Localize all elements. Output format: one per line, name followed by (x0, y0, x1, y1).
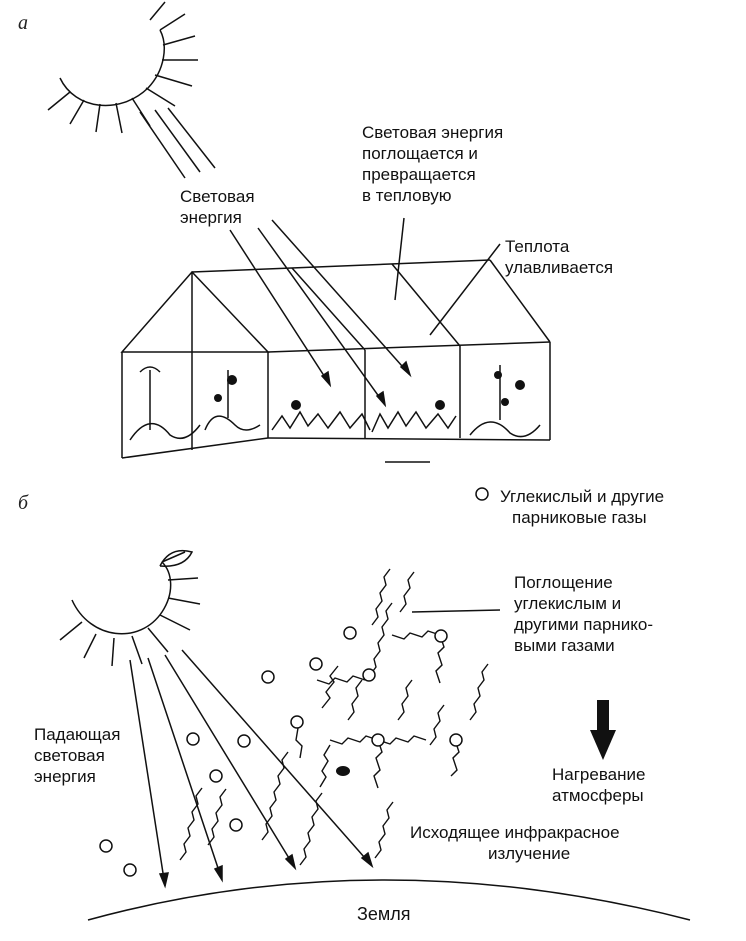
absorbed-line-3: превращается (362, 165, 476, 184)
incoming-light-label: Падающая световая энергия (34, 724, 120, 787)
incoming-line-2: световая (34, 746, 105, 765)
heat-trapped-line-2: улавливается (505, 258, 614, 277)
panel-a-letter: а (18, 12, 28, 34)
heating-label: Нагревание атмосферы (552, 764, 645, 806)
legend-line-2: парниковые газы (512, 508, 647, 527)
light-energy-line-2: энергия (180, 208, 242, 227)
light-energy-label: Световая энергия (180, 186, 255, 228)
outgoing-ir-line-2: излучение (488, 844, 571, 863)
panel-b-letter: б (18, 492, 29, 514)
sun-icon-b (59, 549, 201, 667)
heating-line-2: атмосферы (552, 786, 644, 805)
greenhouse (120, 259, 551, 463)
heating-line-1: Нагревание (552, 765, 646, 784)
tomatoes (214, 371, 525, 410)
sun-icon-a (47, 1, 198, 134)
incoming-line-3: энергия (34, 767, 96, 786)
outgoing-ir-line-1: Исходящее инфракрасное (410, 823, 620, 842)
absorbed-line-1: Световая энергия (362, 123, 504, 142)
legend-label: Углекислый и другие парниковые газы (500, 486, 664, 528)
absorption-label: Поглощение углекислым и другими парнико-… (514, 572, 653, 656)
absorption-line-1: Поглощение (514, 573, 613, 592)
absorption-line-3: другими парнико- (514, 615, 654, 634)
absorbed-line-2: поглощается и (362, 144, 478, 163)
heat-trapped-label: Теплота улавливается (505, 236, 613, 278)
absorbed-label: Световая энергия поглощается и превращае… (362, 122, 503, 206)
leaders-b (411, 609, 501, 613)
legend-molecule-icon (475, 487, 489, 501)
outgoing-ir-label: Исходящее инфракрасное излучение (410, 822, 620, 864)
light-arrows-a (229, 217, 501, 408)
heating-arrow-icon (590, 700, 616, 760)
absorption-line-4: выми газами (514, 636, 615, 655)
light-energy-line-1: Световая (180, 187, 255, 206)
incoming-line-1: Падающая (34, 725, 121, 744)
incoming-light (129, 649, 374, 889)
sun-rays-a (139, 107, 216, 179)
earth-surface (87, 879, 691, 921)
earth-label: Земля (357, 904, 411, 924)
gas-molecules (99, 487, 489, 877)
absorption-line-2: углекислым и (514, 594, 622, 613)
absorbed-line-4: в тепловую (362, 186, 452, 205)
legend-line-1: Углекислый и другие (500, 487, 665, 506)
ir-waves (179, 568, 489, 866)
heat-trapped-line-1: Теплота (505, 237, 570, 256)
